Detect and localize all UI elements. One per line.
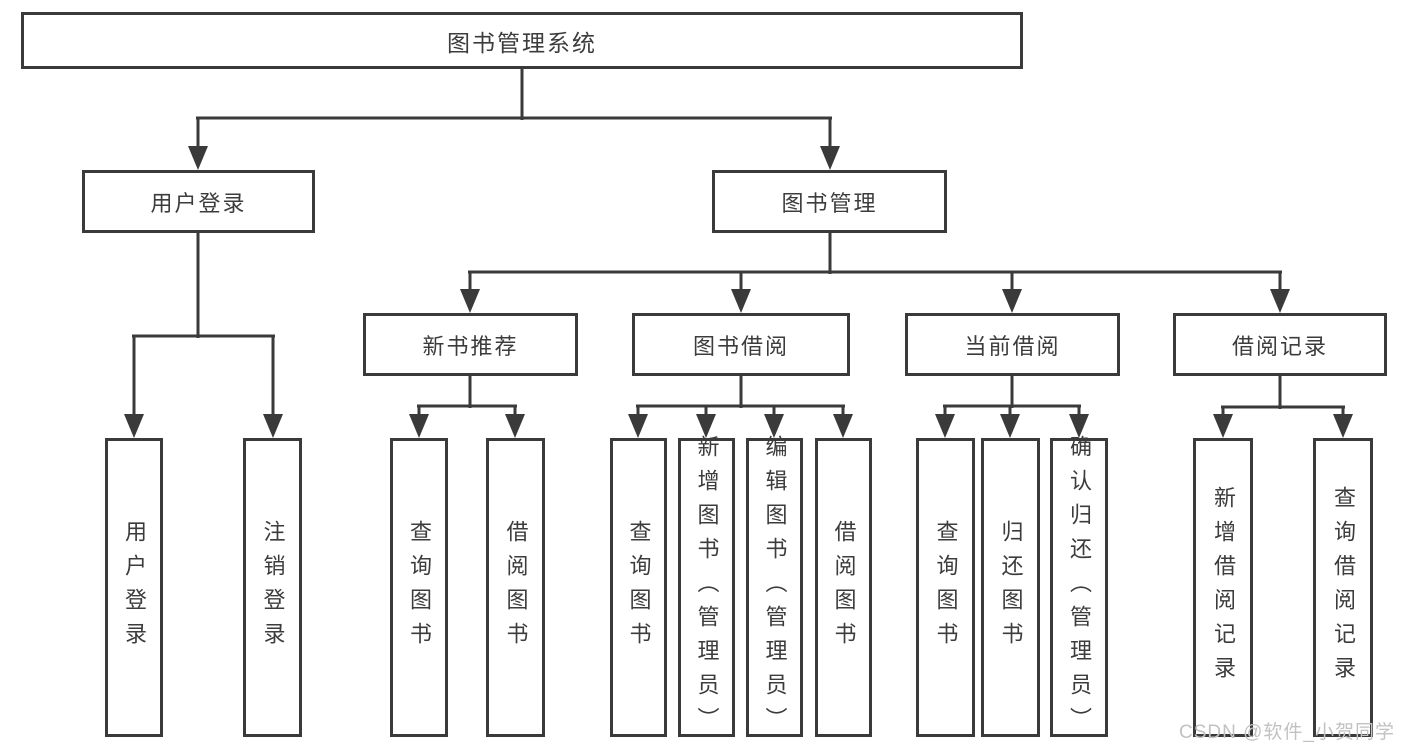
arrow-head [1002, 289, 1022, 313]
arrow-head [505, 414, 525, 438]
arrow-head [731, 289, 751, 313]
connector-user-login-to-leaves [124, 231, 283, 438]
leaf-query-borrow-record: 查询借阅记录 [1313, 438, 1373, 737]
connector-book-management-to-level3 [460, 231, 1290, 313]
arrow-head [263, 414, 283, 438]
connector-book-borrow-to-leaves [628, 374, 853, 438]
arrow-head [460, 289, 480, 313]
arrow-head [188, 146, 208, 170]
node-book-management-label: 图书管理 [781, 190, 878, 216]
node-user-login-label: 用户登录 [150, 190, 247, 216]
leaf-add-borrow-record: 新增借阅记录 [1193, 438, 1253, 737]
leaf-query-book-borrow: 查询图书 [610, 438, 667, 737]
leaf-borrow-book: 借阅图书 [815, 438, 872, 737]
node-root-label: 图书管理系统 [447, 29, 597, 56]
node-borrow-record: 借阅记录 [1173, 313, 1387, 376]
leaf-confirm-return-admin: 确认归还（管理员） [1050, 435, 1108, 741]
node-borrow-record-label: 借阅记录 [1231, 333, 1328, 359]
arrow-head [833, 414, 853, 438]
arrow-head [1333, 414, 1353, 438]
arrow-head [1270, 289, 1290, 313]
leaf-return-book: 归还图书 [981, 438, 1040, 737]
arrow-head [628, 414, 648, 438]
csdn-watermark: CSDN @软件_小贺同学 [1179, 722, 1395, 743]
node-new-book-recommend: 新书推荐 [363, 313, 578, 376]
leaf-user-login: 用户登录 [105, 438, 163, 737]
arrow-head [696, 414, 716, 438]
arrow-head [1000, 414, 1020, 438]
arrow-head [935, 414, 955, 438]
node-current-borrow-label: 当前借阅 [964, 333, 1061, 359]
node-user-login: 用户登录 [82, 170, 315, 233]
leaf-query-book-recommend: 查询图书 [390, 438, 448, 737]
leaf-add-book-admin: 新增图书（管理员） [678, 435, 735, 741]
arrow-head [764, 414, 784, 438]
node-book-management: 图书管理 [712, 170, 947, 233]
connector-root-to-level2 [188, 68, 840, 170]
connector-borrow-record-to-leaves [1213, 373, 1353, 438]
connector-new-book-to-leaves [409, 374, 525, 438]
node-book-borrow-label: 图书借阅 [692, 333, 789, 359]
node-root: 图书管理系统 [21, 12, 1023, 69]
arrow-head [1069, 414, 1089, 438]
leaf-logout-login: 注销登录 [243, 438, 302, 737]
node-new-book-recommend-label: 新书推荐 [422, 333, 519, 359]
leaf-edit-book-admin: 编辑图书（管理员） [746, 435, 803, 741]
leaf-query-book-current: 查询图书 [916, 438, 975, 737]
node-book-borrow: 图书借阅 [632, 313, 850, 376]
arrow-head [409, 414, 429, 438]
arrow-head [1213, 414, 1233, 438]
arrow-head [124, 414, 144, 438]
node-current-borrow: 当前借阅 [905, 313, 1120, 376]
leaf-borrow-book-recommend: 借阅图书 [486, 438, 545, 737]
arrow-head [820, 146, 840, 170]
connector-current-borrow-to-leaves [935, 374, 1089, 438]
